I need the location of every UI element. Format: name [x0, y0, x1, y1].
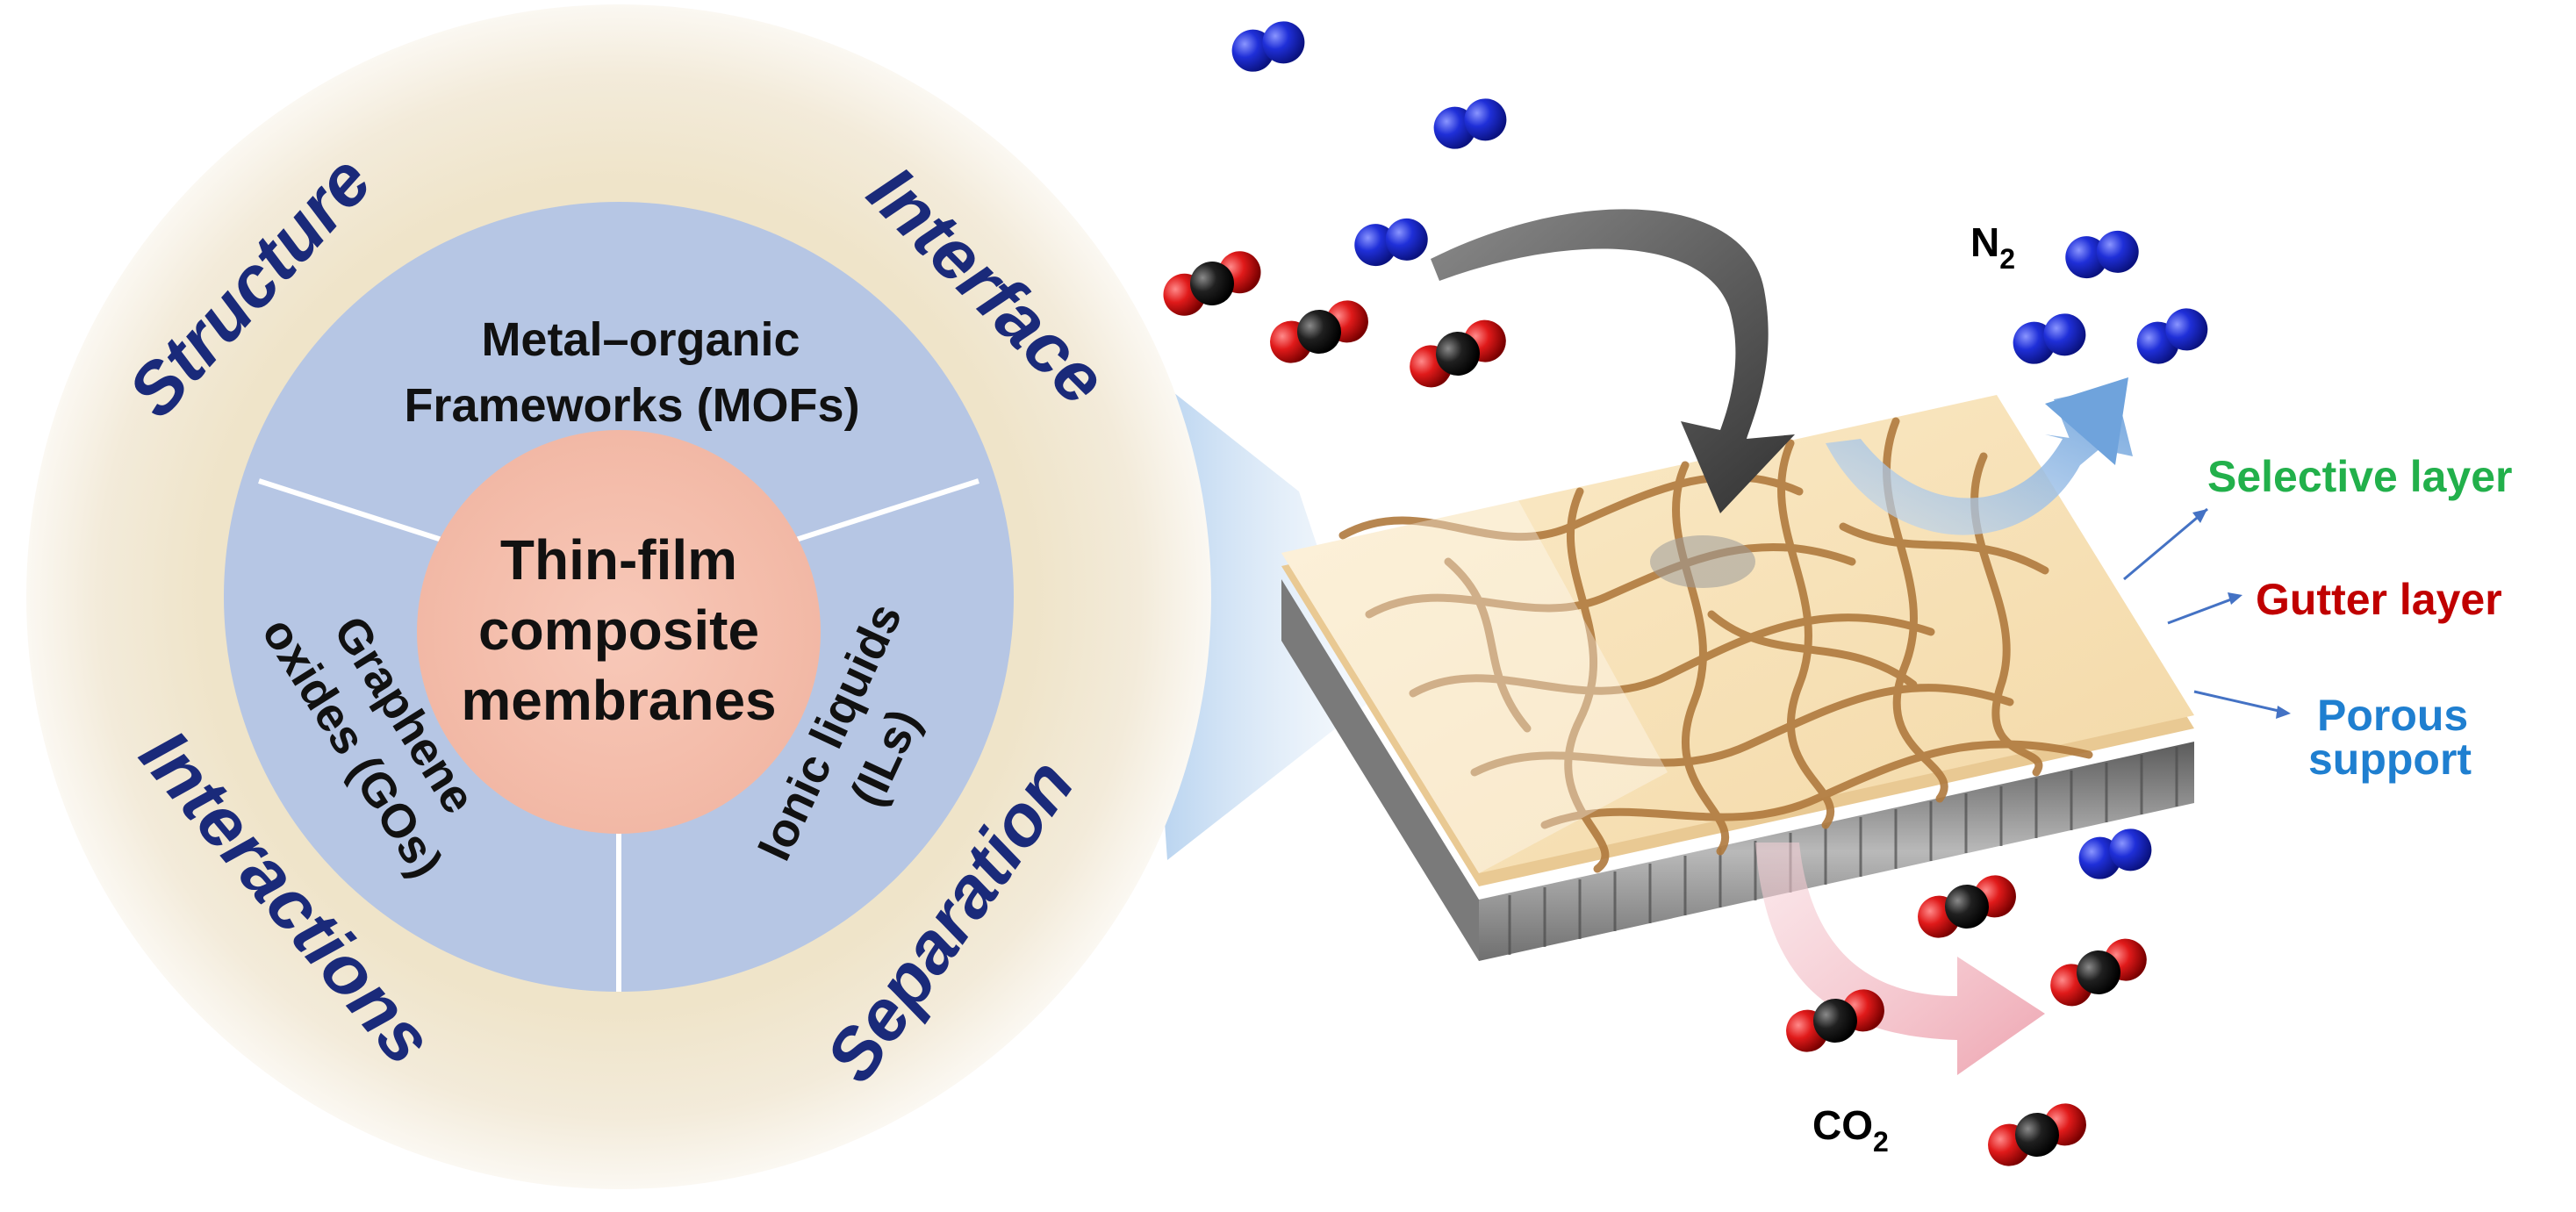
n2-arrowhead — [2045, 377, 2128, 465]
porous-pointer — [2193, 690, 2287, 714]
gutter-pointer-head — [2228, 592, 2242, 605]
porous-support — [1281, 579, 1479, 961]
center-disc — [417, 430, 821, 834]
n2-molecule — [2074, 823, 2156, 885]
label-selective-layer: Selective layer — [2207, 452, 2513, 501]
co2-molecule — [2042, 930, 2155, 1015]
center-label-line1: Thin-film — [500, 528, 737, 592]
label-gutter-layer: Gutter layer — [2256, 575, 2502, 624]
polymer-fibers — [1338, 417, 2093, 873]
label-n2: N2 — [1970, 219, 2015, 275]
n2-molecule — [1351, 215, 1432, 269]
selective-highlight — [1281, 500, 1668, 873]
n2-permeate-arrow — [1826, 386, 2133, 535]
co2-molecule — [1402, 312, 1514, 396]
n2-molecule — [2008, 308, 2091, 369]
feed-arrow — [1431, 209, 1795, 513]
label-co2: CO2 — [1812, 1102, 1889, 1158]
concept-wheel: Thin-film composite membranes Metal–orga… — [26, 4, 1211, 1189]
porous-support-front — [1479, 742, 2194, 961]
segment-mofs-line2: Frameworks (MOFs) — [404, 379, 859, 432]
center-label-line3: membranes — [461, 669, 776, 732]
co2-molecule — [1981, 1096, 2093, 1173]
contact-spot — [1650, 535, 1755, 588]
n2-molecule — [2062, 227, 2142, 282]
n2-molecule — [2129, 301, 2215, 371]
selective-pointer — [2123, 507, 2208, 581]
label-porous-line2: support — [2308, 735, 2472, 784]
porous-pointer-head — [2276, 706, 2291, 719]
co2-molecule — [1156, 244, 1268, 323]
center-label-line2: composite — [478, 599, 759, 662]
gutter-pointer — [2167, 595, 2239, 625]
n2-molecule — [1227, 16, 1310, 77]
selective-pointer-head — [2192, 509, 2207, 523]
label-porous-line1: Porous — [2317, 691, 2468, 740]
co2-molecule — [1263, 293, 1375, 370]
n2-molecule — [1429, 93, 1511, 154]
co2-flow-arrow — [1755, 843, 2045, 1075]
support-ridges — [1508, 747, 2178, 955]
co2-molecule — [1911, 868, 2023, 945]
segment-mofs-line1: Metal–organic — [481, 313, 800, 366]
